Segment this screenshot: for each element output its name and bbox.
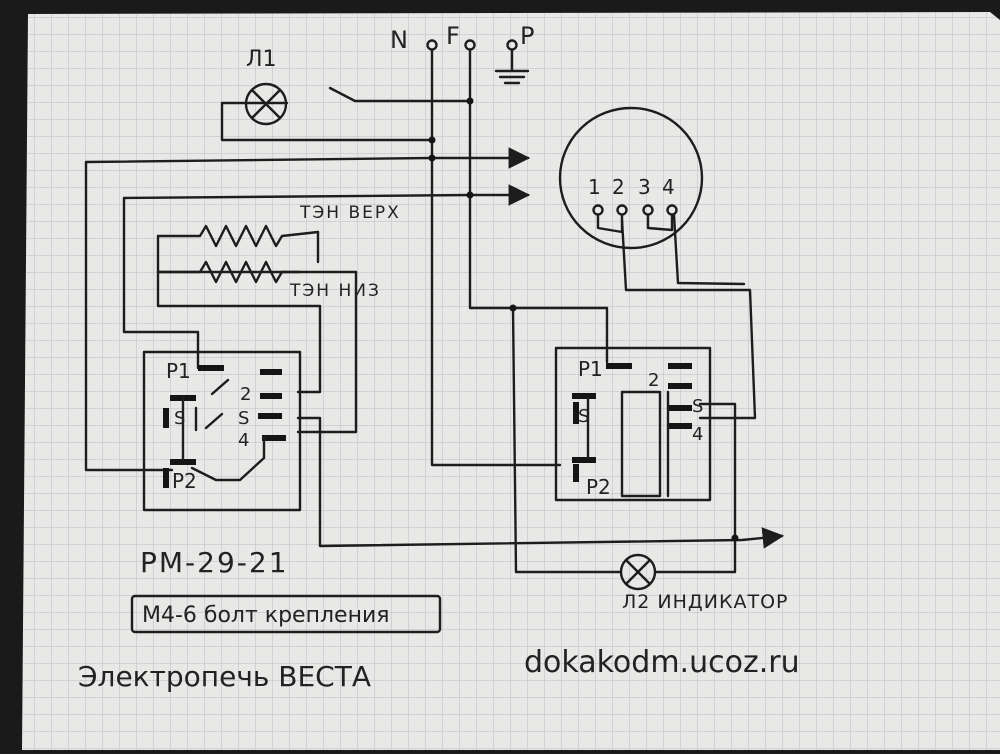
- lamp-1-label: Л1: [246, 47, 277, 72]
- switch-right-p1: P1: [578, 357, 603, 381]
- website-label: dokakodm.ucoz.ru: [524, 645, 800, 680]
- label-p: P: [520, 22, 534, 50]
- switch-left-t2: 2: [240, 384, 251, 405]
- thermostat-pin-3-label: 3: [638, 175, 651, 199]
- switch-left: P1 2 S 4 S P2: [142, 350, 302, 512]
- heater-top-label: ТЭН ВЕРХ: [299, 203, 401, 223]
- switch-left-s: S: [238, 408, 249, 429]
- label-f: F: [446, 22, 460, 50]
- switch-left-p2: P2: [172, 469, 197, 493]
- ground-symbol: [494, 48, 530, 85]
- bolt-note: М4-6 болт крепления: [142, 603, 390, 628]
- heater-bottom: [156, 260, 302, 284]
- lamp-1: Л1: [244, 47, 288, 126]
- wires: [84, 48, 785, 574]
- switch-left-t4: 4: [238, 430, 249, 451]
- lamp-2-label: Л2 ИНДИКАТОР: [622, 591, 788, 613]
- power-terminals: N F P: [390, 22, 534, 85]
- thermostat-pin-3: [642, 204, 654, 216]
- lamp-2: Л2 ИНДИКАТОР: [619, 553, 788, 613]
- thermostat: 1 2 3 4: [558, 106, 704, 250]
- switch-right-s-inner: S: [578, 406, 589, 427]
- switch-left-s-inner: S: [174, 408, 185, 429]
- thermostat-pin-4: [666, 204, 678, 216]
- thermostat-pin-2: [616, 204, 628, 216]
- heaters: ТЭН ВЕРХ ТЭН НИЗ: [156, 203, 401, 301]
- thermostat-pin-2-label: 2: [612, 175, 625, 199]
- switch-left-p1: P1: [166, 359, 191, 383]
- heater-bottom-label: ТЭН НИЗ: [289, 281, 381, 301]
- switch-right-p2: P2: [586, 475, 611, 499]
- heater-top: [156, 224, 320, 248]
- label-n: N: [390, 26, 408, 54]
- thermostat-pin-1: [592, 204, 604, 216]
- thermostat-pin-1-label: 1: [588, 175, 601, 199]
- switch-right-t4: 4: [692, 424, 703, 445]
- model-label: РМ-29-21: [140, 546, 289, 579]
- diagram-title: Электропечь ВЕСТА: [78, 660, 371, 693]
- bolt-note-frame: [130, 594, 442, 634]
- switch-right-t2: 2: [648, 370, 659, 391]
- switch-right-s: S: [692, 396, 703, 417]
- junction-dots: [428, 97, 739, 542]
- switch-right: P1 2 S 4 S P2: [554, 346, 712, 502]
- thermostat-pin-4-label: 4: [662, 175, 675, 199]
